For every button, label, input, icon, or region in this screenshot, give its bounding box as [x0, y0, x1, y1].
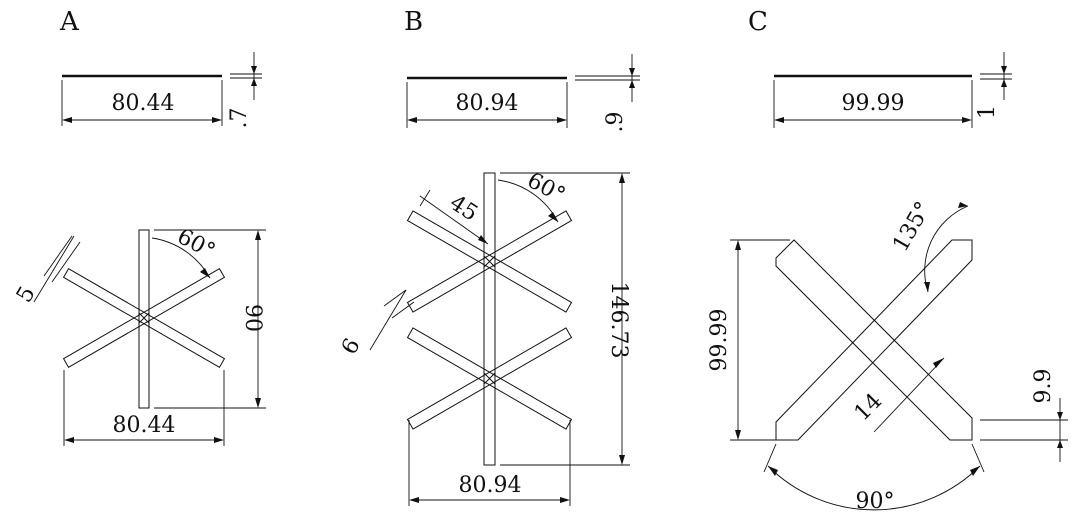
panel-c-top-thickness-label: 1: [975, 105, 1000, 119]
panel-c-offset-label: 9.9: [1031, 369, 1056, 404]
panel-b-double-star-view: 45 60° 6 146.73 80.94: [337, 168, 631, 506]
panel-b-arm-length-label: 45: [445, 190, 482, 226]
panel-a-top-view: 80.44 .7: [61, 52, 262, 129]
panel-c-label: C: [748, 7, 768, 37]
panel-b-label: B: [404, 7, 423, 37]
panel-a-bottom-width-label: 80.44: [113, 413, 176, 438]
panel-b-bar-width-label: 6: [337, 334, 366, 359]
panel-a: A 80.44 .7 5: [12, 7, 266, 446]
panel-b-top-view: 80.94 .9: [406, 54, 640, 133]
panel-c-x-view: 135° 99.99 14 9.9 90°: [707, 198, 1068, 514]
panel-c-height-label: 99.99: [707, 309, 732, 372]
panel-a-star-view: 5 60° 90 80.44: [12, 224, 266, 446]
panel-c: C 99.99 1 135°: [707, 7, 1068, 514]
panel-c-top-width-label: 99.99: [842, 91, 905, 116]
panel-b-height-label: 146.73: [606, 282, 631, 359]
panel-c-top-angle-label: 135°: [888, 198, 936, 256]
panel-b: B 80.94 .9: [337, 7, 640, 506]
panel-c-top-view: 99.99 1: [773, 52, 1012, 128]
panel-b-bottom-width-label: 80.94: [459, 473, 522, 498]
panel-c-bottom-angle-label: 90°: [856, 489, 895, 514]
panel-a-top-width-label: 80.44: [112, 91, 175, 116]
panel-b-top-thickness-label: .9: [603, 112, 628, 133]
panel-a-bar-width-label: 5: [12, 282, 41, 307]
panel-b-angle-label: 60°: [523, 168, 569, 208]
panel-c-bar-width-label: 14: [850, 389, 887, 426]
panel-b-top-width-label: 80.94: [456, 91, 519, 116]
panel-a-top-thickness-label: .7: [227, 108, 252, 129]
panel-a-label: A: [59, 7, 80, 37]
panel-a-height-label: 90: [240, 304, 265, 332]
